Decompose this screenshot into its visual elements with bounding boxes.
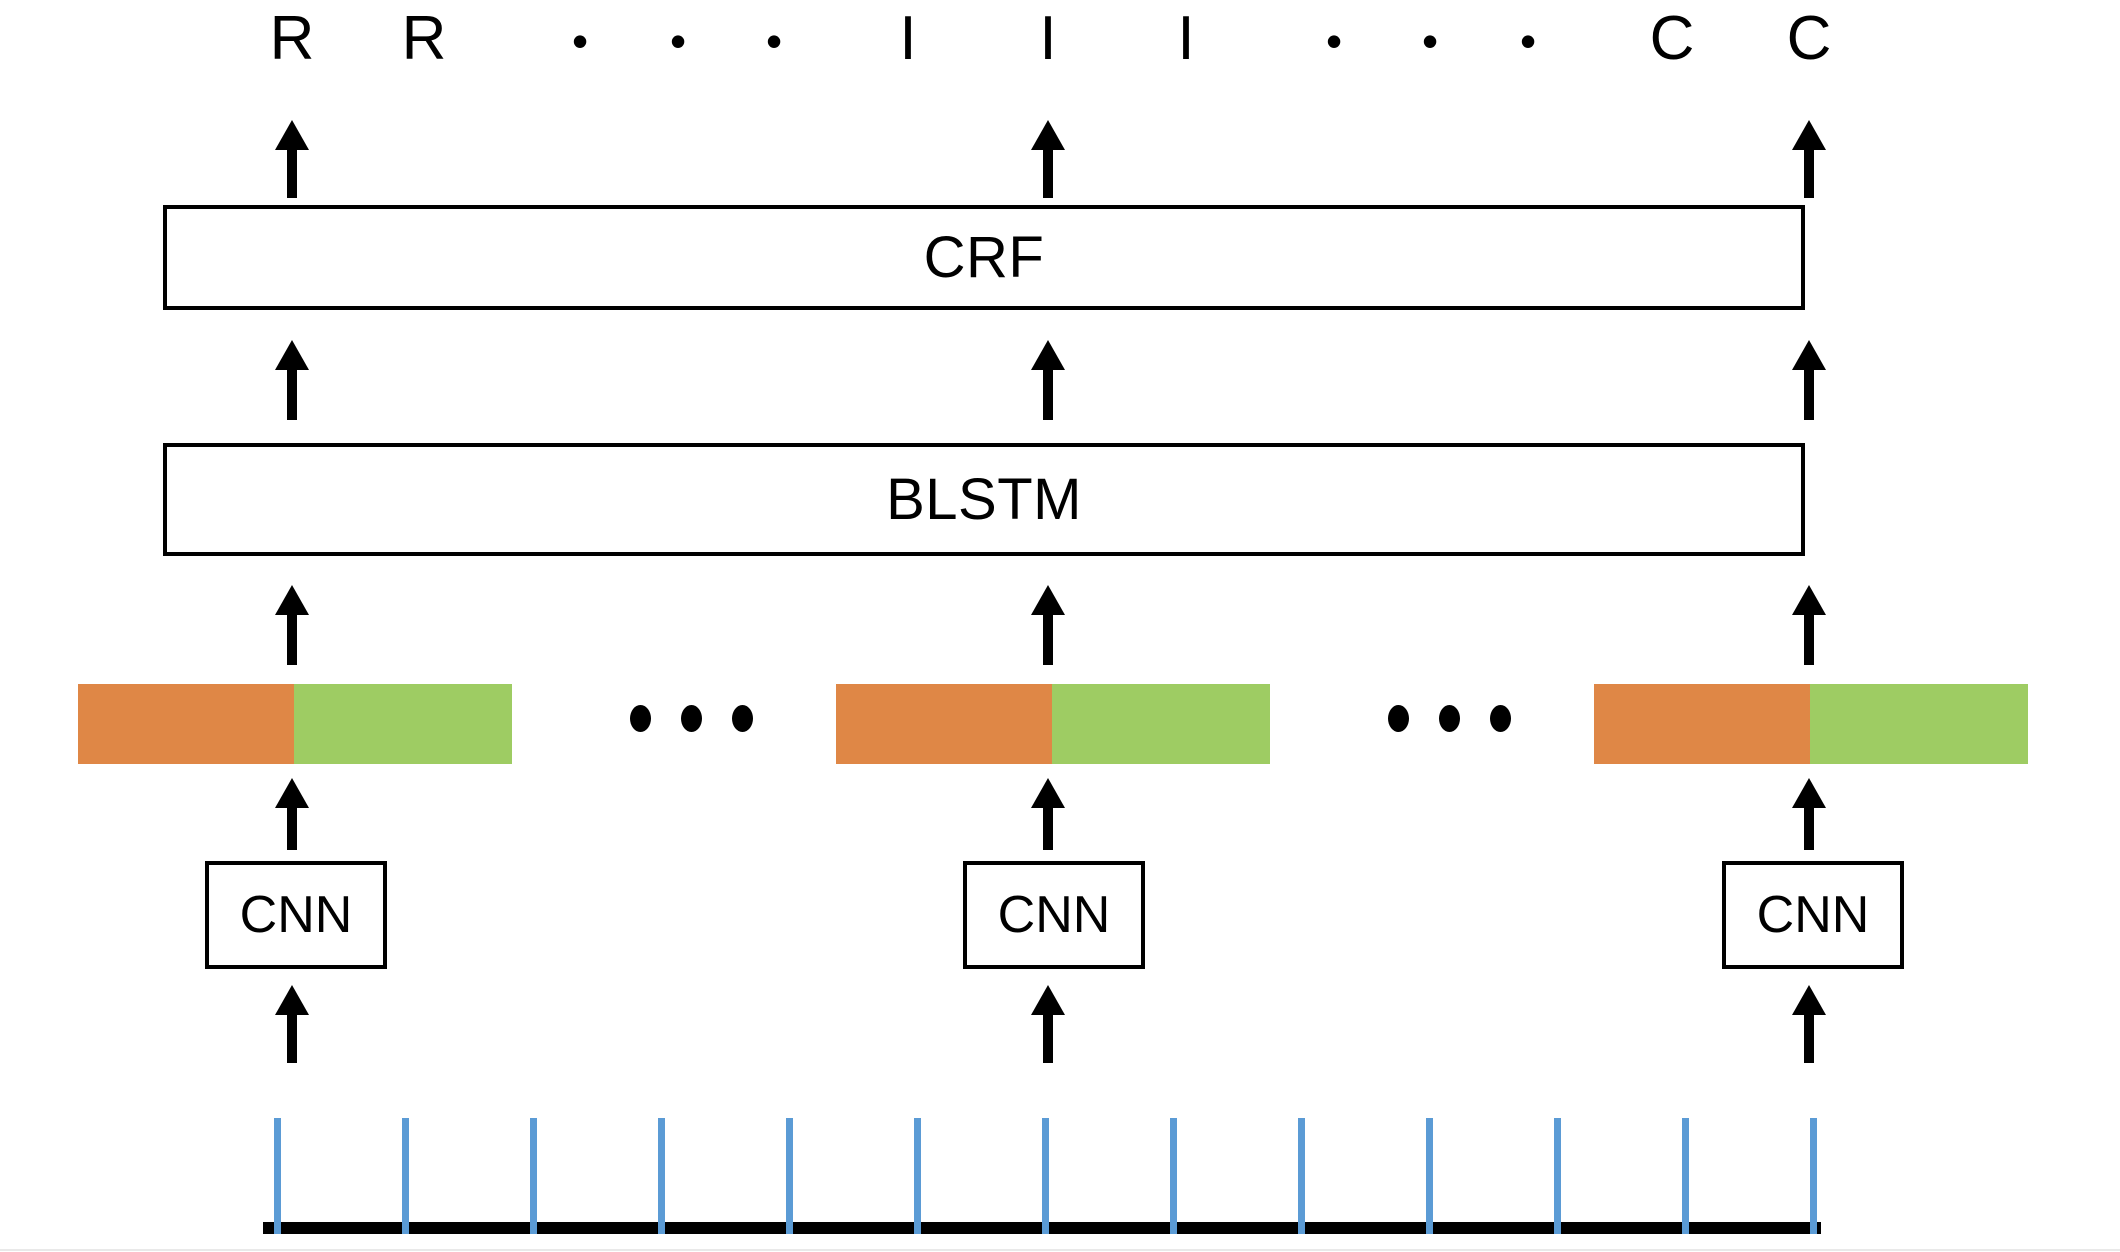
char-embedding-segment — [78, 684, 294, 764]
arrow-tag-to-crf — [1026, 120, 1070, 198]
embedding-bar-middle — [836, 684, 1270, 764]
output-tag-ellipsis-dot: • — [1325, 15, 1343, 67]
output-tag-label: I — [1177, 4, 1195, 73]
signal-spike — [1426, 1118, 1433, 1234]
signal-spike — [1170, 1118, 1177, 1234]
cnn-box[interactable]: CNN — [205, 861, 387, 969]
arrow-signal-to-cnn — [1026, 985, 1070, 1063]
ellipsis-left — [630, 705, 753, 732]
output-tag-label: C — [1786, 4, 1832, 73]
blstm-layer-box[interactable]: BLSTM — [163, 443, 1805, 556]
ellipsis-dot — [1490, 705, 1511, 732]
signal-spike — [1682, 1118, 1689, 1234]
embedding-bar-right — [1594, 684, 2028, 764]
signal-spike — [530, 1118, 537, 1234]
signal-spike — [786, 1118, 793, 1234]
arrow-embedding-to-blstm — [270, 585, 314, 665]
ellipsis-dot — [1439, 705, 1460, 732]
cnn-box[interactable]: CNN — [963, 861, 1145, 969]
signal-spike — [1298, 1118, 1305, 1234]
ellipsis-dot — [630, 705, 651, 732]
crf-label: CRF — [923, 225, 1045, 290]
arrow-crf-to-blstm — [1787, 340, 1831, 420]
output-tag-row: R R • • • I I I • • • C C — [0, 0, 2120, 120]
signal-spike — [1042, 1118, 1049, 1234]
word-embedding-segment — [1052, 684, 1270, 764]
cnn-label: CNN — [1756, 886, 1870, 944]
ellipsis-dot — [681, 705, 702, 732]
arrow-signal-to-cnn — [270, 985, 314, 1063]
arrow-crf-to-blstm — [270, 340, 314, 420]
arrow-embedding-to-blstm — [1787, 585, 1831, 665]
output-tag-label: R — [401, 4, 447, 73]
output-tag-label: I — [1039, 4, 1057, 73]
signal-spike — [1554, 1118, 1561, 1234]
output-tag-label: I — [899, 4, 917, 73]
output-tag-ellipsis-dot: • — [571, 15, 589, 67]
signal-spike — [402, 1118, 409, 1234]
arrow-embedding-to-blstm — [1026, 585, 1070, 665]
arrow-cnn-to-embedding — [1026, 778, 1070, 850]
signal-spike — [914, 1118, 921, 1234]
output-tag-label: R — [269, 4, 315, 73]
word-embedding-segment — [294, 684, 512, 764]
char-embedding-segment — [1594, 684, 1810, 764]
output-tag-label: C — [1649, 4, 1695, 73]
arrow-signal-to-cnn — [1787, 985, 1831, 1063]
char-embedding-segment — [836, 684, 1052, 764]
ellipsis-dot — [732, 705, 753, 732]
arrow-cnn-to-embedding — [1787, 778, 1831, 850]
signal-spike — [658, 1118, 665, 1234]
cnn-label: CNN — [997, 886, 1111, 944]
arrow-tag-to-crf — [270, 120, 314, 198]
signal-spike — [1810, 1118, 1817, 1234]
embedding-bar-left — [78, 684, 512, 764]
bottom-divider — [0, 1249, 2120, 1251]
arrow-crf-to-blstm — [1026, 340, 1070, 420]
word-embedding-segment — [1810, 684, 2028, 764]
output-tag-ellipsis-dot: • — [1519, 15, 1537, 67]
cnn-box[interactable]: CNN — [1722, 861, 1904, 969]
ellipsis-dot — [1388, 705, 1409, 732]
output-tag-ellipsis-dot: • — [1421, 15, 1439, 67]
cnn-label: CNN — [239, 886, 353, 944]
output-tag-ellipsis-dot: • — [669, 15, 687, 67]
arrow-cnn-to-embedding — [270, 778, 314, 850]
ellipsis-right — [1388, 705, 1511, 732]
output-tag-ellipsis-dot: • — [765, 15, 783, 67]
signal-spike — [274, 1118, 281, 1234]
blstm-label: BLSTM — [886, 467, 1082, 532]
arrow-tag-to-crf — [1787, 120, 1831, 198]
crf-layer-box[interactable]: CRF — [163, 205, 1805, 310]
